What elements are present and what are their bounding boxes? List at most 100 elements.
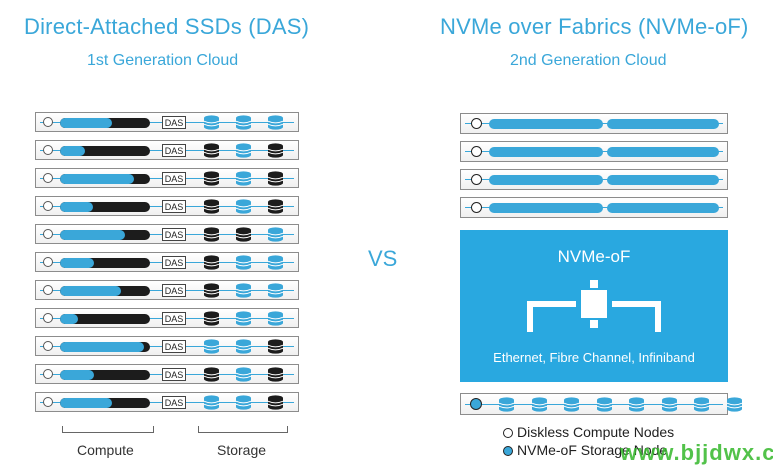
ssd-disk-icon [203, 339, 220, 354]
status-led-icon [43, 257, 53, 267]
ssd-disk-icon [267, 311, 284, 326]
status-led-icon [43, 285, 53, 295]
compute-bar [60, 370, 150, 380]
ssd-disk-icon [267, 339, 284, 354]
ssd-disk-icon [235, 311, 252, 326]
status-led-icon [43, 145, 53, 155]
das-tag: DAS [162, 116, 186, 129]
network-switch-icon [527, 280, 661, 332]
fabric-transports: Ethernet, Fibre Channel, Infiniband [493, 350, 695, 365]
storage-label: Storage [217, 442, 267, 458]
nvmeof-subtitle: 2nd Generation Cloud [510, 52, 667, 69]
ssd-disk-icon [267, 367, 284, 382]
compute-bar [489, 203, 603, 213]
das-tag: DAS [162, 228, 186, 241]
ssd-disk-icon [203, 199, 220, 214]
status-led-icon [43, 313, 53, 323]
compute-bar [60, 258, 150, 268]
diskless-compute-rack [460, 169, 728, 190]
das-server-rack: DAS [35, 252, 299, 272]
compute-bar [60, 314, 150, 324]
compute-bar [60, 202, 150, 212]
ssd-disk-icon [203, 395, 220, 410]
compute-bar [60, 286, 150, 296]
das-server-rack: DAS [35, 196, 299, 216]
storage-led-icon [470, 398, 482, 410]
status-led-icon [471, 174, 482, 185]
nvme-disk-icon [498, 397, 515, 412]
ssd-disk-icon [267, 171, 284, 186]
ssd-disk-icon [235, 339, 252, 354]
nvme-disk-icon [596, 397, 613, 412]
ssd-disk-icon [267, 395, 284, 410]
legend-diskless: Diskless Compute Nodes [503, 424, 674, 440]
ssd-disk-icon [235, 283, 252, 298]
das-tag: DAS [162, 200, 186, 213]
compute-label: Compute [77, 442, 134, 458]
status-led-icon [43, 397, 53, 407]
compute-bar [60, 398, 150, 408]
nvmeof-storage-node [460, 393, 742, 415]
compute-bar [607, 175, 719, 185]
compute-bar [60, 342, 150, 352]
ssd-disk-icon [203, 171, 220, 186]
diskless-node-icon [503, 428, 513, 438]
ssd-disk-icon [203, 255, 220, 270]
status-led-icon [43, 117, 53, 127]
ssd-disk-icon [203, 311, 220, 326]
ssd-disk-icon [235, 171, 252, 186]
compute-bar [489, 119, 603, 129]
ssd-disk-icon [203, 143, 220, 158]
legend-storage: NVMe-oF Storage Node [503, 442, 667, 458]
compute-bar [489, 175, 603, 185]
das-tag: DAS [162, 256, 186, 269]
das-tag: DAS [162, 368, 186, 381]
ssd-disk-icon [203, 227, 220, 242]
das-server-rack: DAS [35, 364, 299, 384]
das-tag: DAS [162, 172, 186, 185]
legend-storage-text: NVMe-oF Storage Node [517, 442, 668, 458]
watermark: www.bjjdwx.com [620, 440, 773, 465]
das-server-rack: DAS [35, 140, 299, 160]
diskless-compute-rack [460, 141, 728, 162]
ssd-disk-icon [267, 115, 284, 130]
compute-bar [607, 147, 719, 157]
status-led-icon [471, 202, 482, 213]
compute-bar [60, 230, 150, 240]
nvme-disk-icon [693, 397, 710, 412]
nvme-disk-icon [628, 397, 645, 412]
nvme-disk-icon [726, 397, 743, 412]
ssd-disk-icon [235, 395, 252, 410]
nvme-disk-icon [661, 397, 678, 412]
ssd-disk-icon [235, 367, 252, 382]
ssd-disk-icon [203, 283, 220, 298]
compute-bar [607, 203, 719, 213]
ssd-disk-icon [235, 143, 252, 158]
nvmeof-title: NVMe over Fabrics (NVMe-oF) [440, 14, 749, 39]
compute-bar [489, 147, 603, 157]
nvme-disk-icon [531, 397, 548, 412]
ssd-disk-icon [235, 227, 252, 242]
compute-bar [607, 119, 719, 129]
das-subtitle: 1st Generation Cloud [87, 52, 239, 69]
das-tag: DAS [162, 284, 186, 297]
diskless-compute-rack [460, 113, 728, 134]
ssd-disk-icon [267, 143, 284, 158]
das-server-rack: DAS [35, 280, 299, 300]
das-server-rack: DAS [35, 336, 299, 356]
storage-node-icon [503, 446, 513, 456]
storage-bracket [198, 426, 288, 433]
das-tag: DAS [162, 144, 186, 157]
ssd-disk-icon [267, 283, 284, 298]
compute-bracket [62, 426, 154, 433]
ssd-disk-icon [235, 255, 252, 270]
compute-bar [60, 174, 150, 184]
status-led-icon [471, 146, 482, 157]
ssd-disk-icon [203, 367, 220, 382]
legend-diskless-text: Diskless Compute Nodes [517, 424, 675, 440]
vs-label: VS [368, 246, 398, 271]
status-led-icon [43, 341, 53, 351]
das-tag: DAS [162, 340, 186, 353]
ssd-disk-icon [235, 199, 252, 214]
das-server-rack: DAS [35, 168, 299, 188]
